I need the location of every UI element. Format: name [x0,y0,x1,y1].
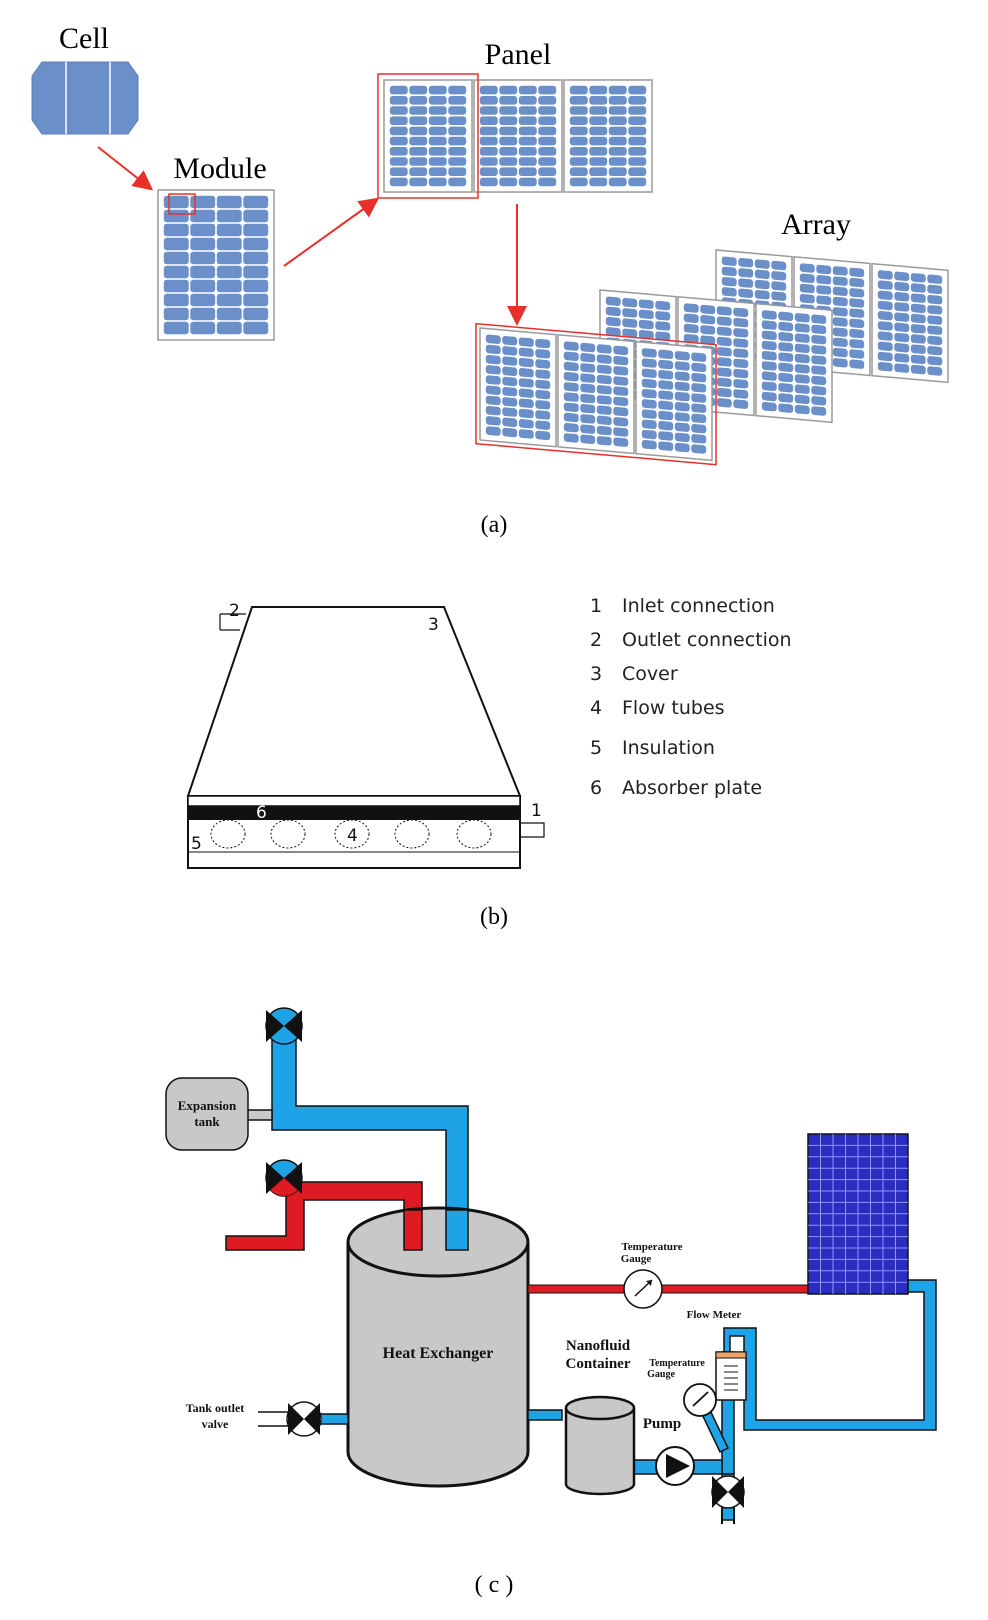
temp-gauge-side-label-2: Gauge [647,1369,675,1380]
solar-array [475,249,949,466]
temperature-gauge-side [683,1383,717,1417]
flow-tube [394,819,430,849]
nanofluid-container [564,1395,636,1496]
legend-item: 6 Absorber plate [590,777,762,799]
flow-tube [334,819,370,849]
valve-middle [265,1159,303,1197]
legend-item: 3 Cover [590,663,678,685]
panel-c-system-schematic [165,1007,937,1524]
temp-gauge-top-label-1: Temperature [621,1241,682,1253]
legend-number: 6 [590,777,603,799]
temperature-gauge-top [623,1269,663,1309]
callout-5: 5 [191,834,202,854]
flow-meter-icon [715,1351,747,1401]
nanofluid-label-2: Container [566,1356,631,1372]
legend-item: 5 Insulation [590,737,715,759]
solar-cell [31,61,139,135]
outlet-pipe [219,613,246,631]
cold-pipe-inlet [445,1209,469,1251]
caption-a: (a) [481,512,508,538]
flow-tube [270,819,306,849]
drain-valve [711,1475,745,1524]
pump-icon [655,1446,695,1486]
heat-exchanger-label: Heat Exchanger [383,1345,494,1362]
glass-layer [187,795,521,807]
valve-top [265,1007,303,1045]
arrow-module-to-panel [283,197,380,267]
callout-1: 1 [531,801,542,821]
tank-to-container-line [527,1409,563,1421]
legend-item: 4 Flow tubes [590,697,725,719]
legend-text: Cover [622,663,678,685]
tank-outlet-label-1: Tank outlet [186,1401,245,1415]
expansion-tank-label-1: Expansion [178,1098,237,1113]
callout-3: 3 [428,615,439,635]
callout-2: 2 [229,601,240,621]
absorber-plate [188,806,520,820]
solar-module [157,189,275,341]
solar-panel [377,73,653,199]
inlet-pipe [520,822,545,838]
flow-tube [456,819,492,849]
panel-a: Cell Module Panel Array [31,22,949,466]
solar-collector-panel [807,1133,909,1295]
tank-outlet-valve [258,1401,322,1437]
legend-item: 1 Inlet connection [590,595,775,617]
legend-number: 4 [590,697,603,719]
legend-number: 3 [590,663,603,685]
cover [186,606,522,797]
module-label: Module [173,152,266,185]
hot-pipe-inlet [403,1209,423,1251]
caption-c: ( c ) [475,1572,514,1598]
array-label: Array [781,208,851,241]
legend-text: Inlet connection [622,595,775,617]
callout-4: 4 [347,826,358,846]
panel-b-collector-diagram [186,606,545,869]
flow-meter-label: Flow Meter [687,1309,742,1321]
caption-b: (b) [480,904,508,930]
expansion-connector [245,1109,273,1121]
legend-text: Insulation [622,737,715,759]
legend-number: 5 [590,737,603,759]
legend-item: 2 Outlet connection [590,629,792,651]
cell-label: Cell [59,22,109,55]
expansion-tank-label-2: tank [194,1114,220,1129]
callout-6: 6 [256,803,267,823]
legend-text: Absorber plate [622,777,763,799]
arrow-cell-to-module [97,146,154,191]
legend-number: 2 [590,629,603,651]
heat-exchanger [346,1206,530,1488]
tank-outlet-line [317,1413,349,1425]
temp-gauge-side-label-1: Temperature [649,1358,705,1369]
pump-label: Pump [643,1416,681,1432]
legend-number: 1 [590,595,603,617]
flow-tube [210,819,246,849]
hot-line-to-collector [527,1284,809,1294]
legend-text: Outlet connection [622,629,792,651]
tank-outlet-label-2: valve [202,1417,229,1431]
expansion-tank [165,1077,249,1151]
temp-gauge-top-label-2: Gauge [621,1253,652,1265]
legend-text: Flow tubes [622,697,725,719]
panel-label: Panel [485,38,552,71]
cold-return-loop [723,1279,937,1431]
nanofluid-label-1: Nanofluid [566,1338,631,1354]
